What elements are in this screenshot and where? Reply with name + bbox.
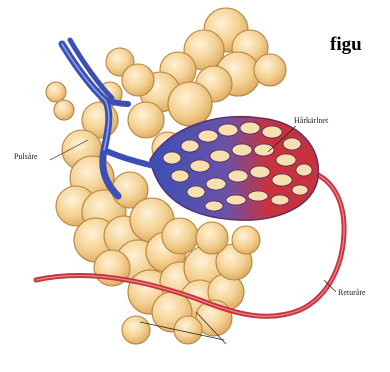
alveolus xyxy=(162,218,198,254)
figure-heading: figu xyxy=(330,34,362,56)
capillary-gap xyxy=(283,138,301,150)
alveolus xyxy=(168,82,212,126)
capillary-gap xyxy=(232,144,252,156)
capillary-gap xyxy=(276,154,296,166)
capillary-gap xyxy=(250,166,270,178)
capillary-gap xyxy=(226,195,246,205)
capillaries-label: Hårkärlnet xyxy=(294,116,328,125)
capillary-gap xyxy=(187,186,205,198)
capillary-gap xyxy=(272,174,292,186)
alveolus xyxy=(128,102,164,138)
alveolus xyxy=(196,222,228,254)
capillary-gap xyxy=(248,191,268,201)
capillary-network xyxy=(150,117,318,220)
alveolus xyxy=(46,82,66,102)
capillary-gap xyxy=(254,144,274,156)
alveolus xyxy=(54,100,74,120)
capillary-gap xyxy=(210,150,230,162)
capillary-gap xyxy=(271,195,289,205)
capillary-gap xyxy=(171,170,189,182)
capillary-gap xyxy=(205,201,223,211)
alveolus xyxy=(254,54,286,86)
vein-label: Returåre xyxy=(338,288,366,297)
alveolus xyxy=(122,64,154,96)
capillary-gap xyxy=(163,152,181,164)
capillary-gap xyxy=(198,130,218,142)
alveolus xyxy=(122,316,150,344)
capillary-gap xyxy=(181,140,199,152)
capillary-gap xyxy=(206,178,226,190)
capillary-gap xyxy=(190,160,210,172)
capillary-gap xyxy=(262,126,282,138)
capillary-gap xyxy=(228,170,248,182)
capillary-gap xyxy=(240,122,260,134)
capillary-gap xyxy=(292,185,308,195)
artery-label: Pulsåre xyxy=(14,152,38,161)
capillary-gap xyxy=(218,124,238,136)
capillary-gap xyxy=(296,164,312,176)
alveolus xyxy=(232,226,260,254)
